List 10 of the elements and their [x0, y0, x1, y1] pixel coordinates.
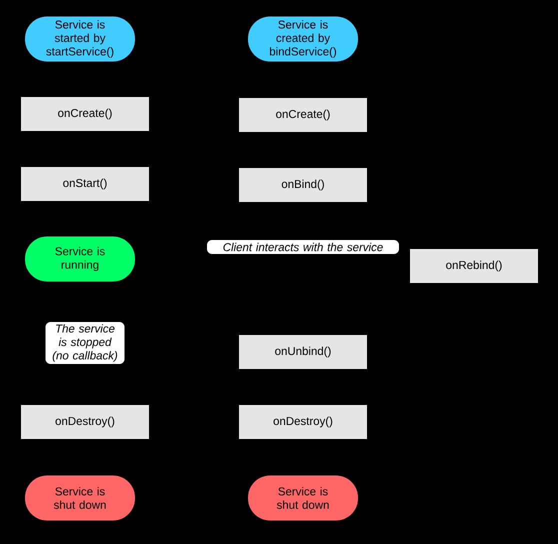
callback-box: onUnbind() — [239, 335, 367, 369]
callback-box: onBind() — [239, 168, 367, 202]
callback-box: onCreate() — [239, 98, 367, 132]
callback-box: onRebind() — [410, 249, 538, 283]
callback-box: onCreate() — [21, 97, 149, 131]
callback-box: onStart() — [21, 167, 149, 201]
callback-box: onDestroy() — [239, 405, 367, 439]
callback-box: onDestroy() — [21, 405, 149, 439]
note-bubble: Client interacts with the service — [207, 240, 399, 254]
note-bubble: The service is stopped (no callback) — [46, 322, 124, 364]
